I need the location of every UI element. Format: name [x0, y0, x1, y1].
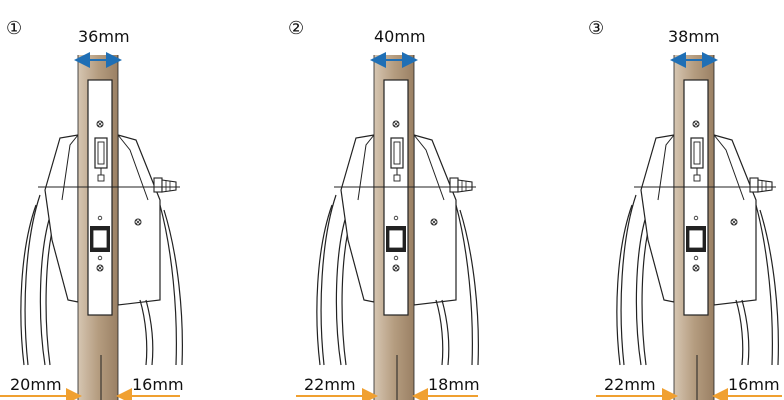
panel-number-2: ②: [288, 18, 304, 39]
door-thickness-label-1: 36mm: [78, 27, 130, 46]
door-thickness-label-2: 40mm: [374, 27, 426, 46]
lock-panel-3: ③ 38mm 22mm 16mm: [588, 18, 782, 400]
right-offset-label-2: 18mm: [428, 375, 480, 394]
right-offset-label-1: 16mm: [132, 375, 184, 394]
left-offset-label-2: 22mm: [304, 375, 356, 394]
panel-number-3: ③: [588, 18, 604, 39]
lock-panel-2: ② 40mm 22mm 18mm: [288, 18, 480, 400]
left-offset-label-3: 22mm: [604, 375, 656, 394]
right-offset-label-3: 16mm: [728, 375, 780, 394]
panel-number-1: ①: [6, 18, 22, 39]
left-offset-label-1: 20mm: [10, 375, 62, 394]
lock-panel-1: ① 36mm 20mm 16mm: [0, 18, 184, 400]
door-thickness-label-3: 38mm: [668, 27, 720, 46]
